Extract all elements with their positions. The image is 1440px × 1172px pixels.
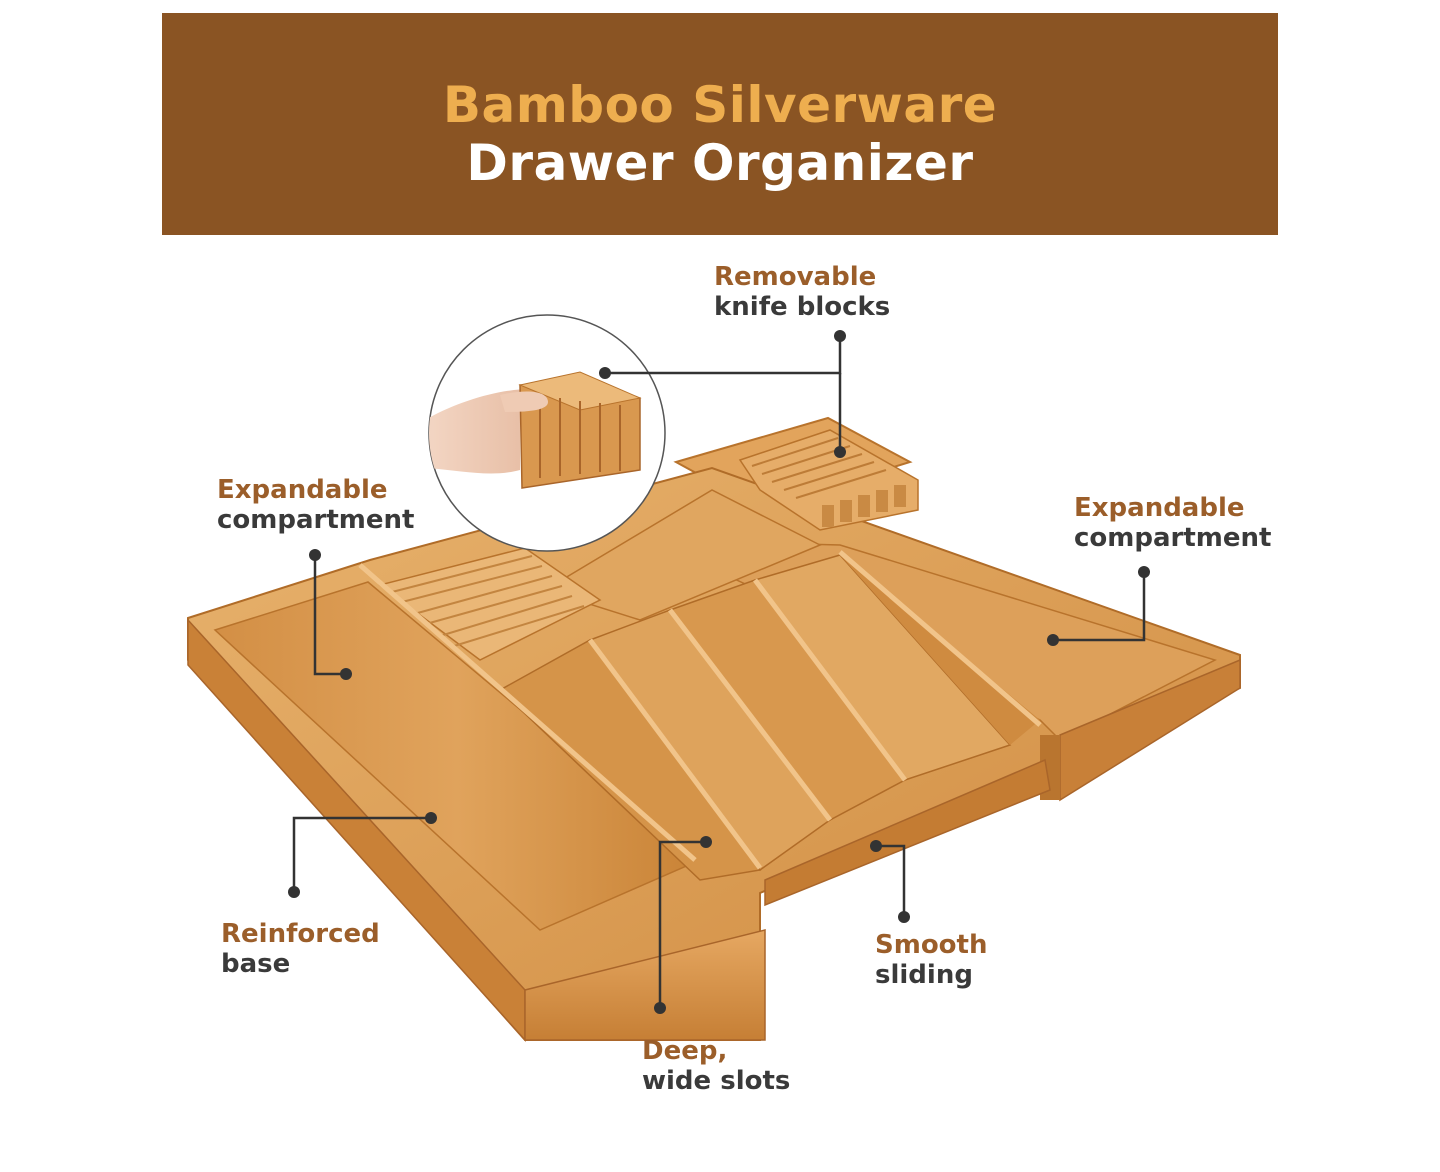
callout-slots: Deep, wide slots (642, 1036, 790, 1096)
callout-base: Reinforced base (221, 919, 380, 979)
callout-right-compartment-accent: Expandable (1074, 493, 1245, 523)
callout-dots (288, 330, 1150, 1014)
callout-slots-accent: Deep, (642, 1036, 728, 1066)
callout-knife-blocks: Removable knife blocks (714, 262, 890, 322)
knife-block-inset (428, 314, 666, 552)
callout-right-compartment-text: compartment (1074, 523, 1272, 553)
callout-base-accent: Reinforced (221, 919, 380, 949)
callout-knife-blocks-accent: Removable (714, 262, 877, 292)
callout-base-text: base (221, 949, 291, 979)
callout-knife-blocks-text: knife blocks (714, 292, 891, 322)
callout-left-compartment-text: compartment (217, 505, 415, 535)
callout-right-compartment: Expandable compartment (1074, 493, 1271, 553)
callout-slots-text: wide slots (642, 1066, 791, 1096)
callout-leaders (292, 336, 1146, 1008)
callout-left-compartment-accent: Expandable (217, 475, 388, 505)
callout-sliding-text: sliding (875, 960, 973, 990)
title-line-1: Bamboo Silverware (442, 76, 998, 134)
callout-sliding: Smooth sliding (875, 930, 987, 990)
callout-left-compartment: Expandable compartment (217, 475, 414, 535)
callout-sliding-accent: Smooth (875, 930, 988, 960)
title-banner: Bamboo Silverware Drawer Organizer (162, 13, 1278, 235)
title-line-2: Drawer Organizer (466, 134, 974, 192)
